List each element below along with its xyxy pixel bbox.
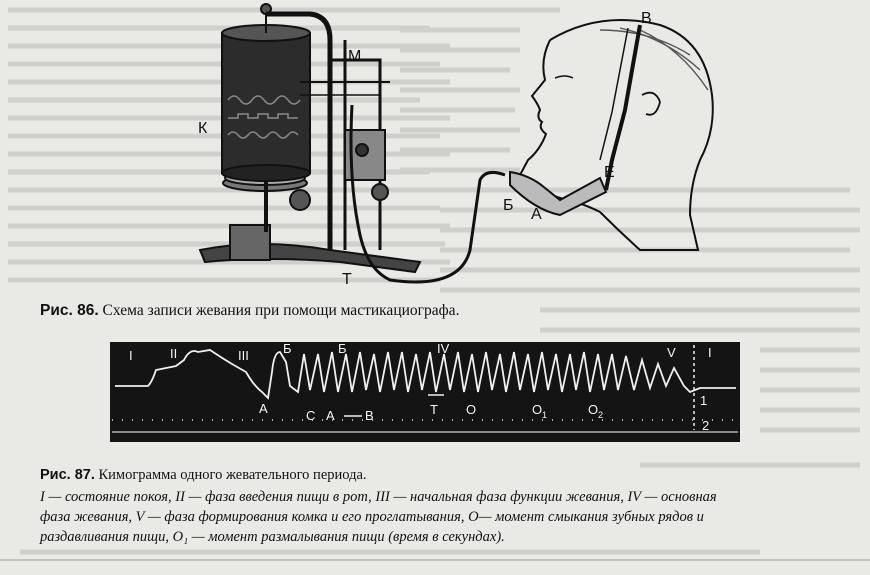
figure-87-caption: Рис. 87. Кимограмма одного жевательного … (40, 466, 367, 485)
mark-V-cyr: В (365, 408, 374, 423)
mark-1: 1 (700, 393, 707, 408)
mark-A2: А (326, 408, 335, 423)
kymogram-labels: I II III А Б Б IV С А В Т О О 1 О 2 V I … (129, 341, 712, 433)
fig86-labels: К М Т В Е Б А (198, 10, 652, 288)
head-profile-illustration (509, 19, 714, 251)
mark-T: Т (430, 402, 438, 417)
masticatiograph-illustration (198, 3, 506, 284)
mark-III: III (238, 348, 249, 363)
label-K: К (198, 120, 208, 137)
mark-A: А (259, 401, 268, 416)
figure-87-legend-line-1: I — состояние покоя, II — фаза введения … (40, 489, 717, 505)
mark-C: С (306, 408, 315, 423)
label-M: М (348, 48, 361, 65)
label-E: Е (604, 164, 615, 181)
figure-87-legend-line-3: раздавливания пищи, О₁ — момент размалыв… (40, 529, 505, 545)
mark-II: II (170, 346, 177, 361)
figure-87-title: Кимограмма одного жевательного периода. (94, 467, 367, 483)
mark-O: О (466, 402, 476, 417)
mark-V: V (667, 345, 676, 360)
figure-87-legend-line-2: фаза жевания, V — фаза формирования комк… (40, 509, 704, 525)
mark-O1-sub: 1 (542, 410, 547, 420)
kymogram-strip (110, 342, 740, 442)
label-Bz: Б (503, 197, 514, 214)
mark-B2: Б (338, 341, 347, 356)
label-A: А (531, 206, 542, 223)
mark-O2: О (588, 402, 598, 417)
mark-I-right: I (708, 345, 712, 360)
figure-86-caption: Рис. 86. Схема записи жевания при помощи… (40, 301, 459, 320)
mark-O1: О (532, 402, 542, 417)
mark-B1: Б (283, 341, 292, 356)
mark-IV: IV (437, 341, 450, 356)
figure-86-title: Схема записи жевания при помощи мастикац… (98, 302, 460, 319)
figure-86-number: Рис. 86. (40, 302, 99, 319)
label-T: Т (342, 271, 352, 288)
mark-O2-sub: 2 (598, 410, 603, 420)
figure-87-number: Рис. 87. (40, 467, 95, 483)
mark-I-left: I (129, 348, 133, 363)
mark-2: 2 (702, 418, 709, 433)
label-V: В (641, 10, 652, 27)
kymogram-trace (115, 349, 736, 400)
